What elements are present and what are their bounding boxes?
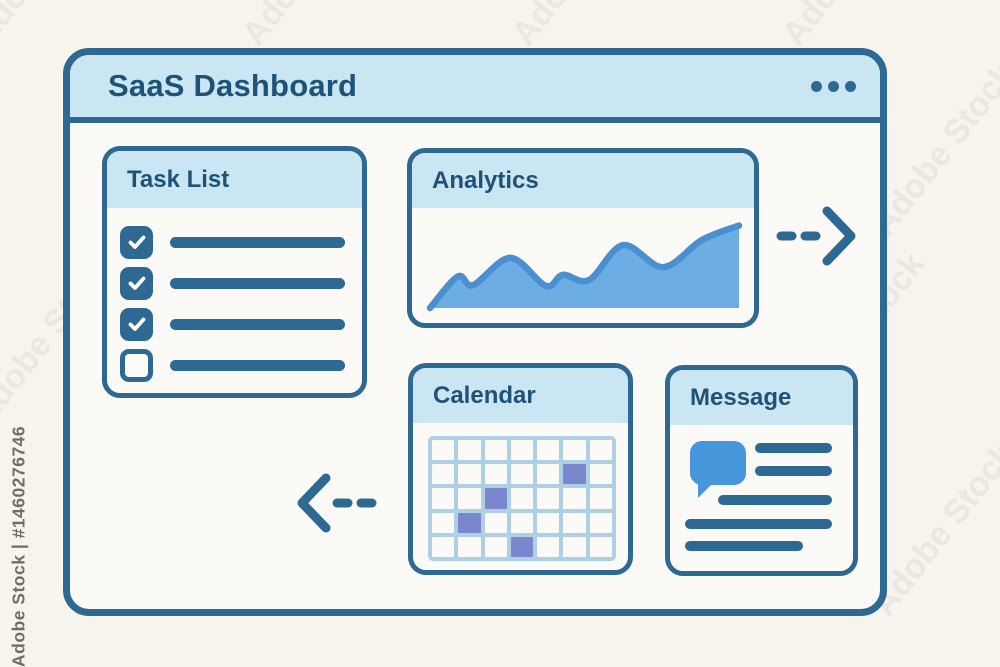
task-text-placeholder (170, 277, 345, 289)
task-text-placeholder (170, 359, 345, 371)
calendar-cell[interactable] (563, 488, 586, 509)
calendar-cell[interactable] (563, 536, 586, 557)
calendar-cell[interactable] (484, 464, 507, 485)
calendar-event-cell[interactable] (484, 488, 507, 509)
calendar-cell[interactable] (432, 464, 455, 485)
calendar-cell[interactable] (458, 488, 481, 509)
calendar-event-cell[interactable] (563, 464, 586, 485)
analytics-header: Analytics (412, 153, 754, 208)
calendar-cell[interactable] (537, 488, 560, 509)
calendar-cell[interactable] (537, 464, 560, 485)
calendar-cell[interactable] (589, 440, 612, 461)
calendar-cell[interactable] (537, 536, 560, 557)
task-row[interactable] (120, 225, 345, 259)
title-bar: SaaS Dashboard (70, 55, 880, 123)
text-line (685, 519, 832, 529)
calendar-cell[interactable] (589, 464, 612, 485)
text-line (755, 443, 832, 453)
dashed-arrow-right-icon[interactable] (775, 203, 857, 269)
watermark-tile: Adobe Stock (235, 0, 394, 53)
window-title: SaaS Dashboard (108, 68, 358, 103)
area-chart (412, 208, 754, 323)
task-text-placeholder (170, 318, 345, 330)
calendar-cell[interactable] (432, 512, 455, 533)
calendar-cell[interactable] (484, 512, 507, 533)
calendar-event-cell[interactable] (458, 512, 481, 533)
calendar-grid (428, 436, 616, 561)
message-card[interactable]: Message (665, 365, 858, 576)
dashed-arrow-left-icon[interactable] (296, 470, 378, 536)
task-text-placeholder (170, 236, 345, 248)
calendar-cell[interactable] (510, 488, 534, 509)
watermark-tile: Adobe Stock (775, 0, 934, 53)
calendar-cell[interactable] (589, 488, 612, 509)
calendar-cell[interactable] (563, 512, 586, 533)
calendar-cell[interactable] (589, 512, 612, 533)
task-row[interactable] (120, 307, 345, 341)
calendar-cell[interactable] (458, 464, 481, 485)
watermark-tile: Adobe Stock (0, 0, 123, 53)
message-body (670, 425, 853, 566)
analytics-card[interactable]: Analytics (407, 148, 759, 328)
calendar-cell[interactable] (432, 440, 455, 461)
watermark-tile: Adobe Stock (505, 0, 664, 53)
calendar-cell[interactable] (458, 536, 481, 557)
task-list-header: Task List (107, 151, 362, 208)
checkbox-checked-icon[interactable] (120, 307, 153, 341)
stock-id-watermark: Adobe Stock | #1460276746 (8, 425, 29, 667)
calendar-cell[interactable] (510, 440, 534, 461)
calendar-cell[interactable] (537, 440, 560, 461)
calendar-cell[interactable] (510, 464, 534, 485)
task-list (107, 208, 362, 382)
text-line (718, 495, 832, 505)
calendar-cell[interactable] (432, 536, 455, 557)
calendar-cell[interactable] (537, 512, 560, 533)
calendar-cell[interactable] (589, 536, 612, 557)
calendar-cell[interactable] (458, 440, 481, 461)
calendar-header: Calendar (413, 368, 628, 423)
analytics-title: Analytics (432, 166, 539, 194)
text-line (685, 541, 803, 551)
window-body: Task List Analytics (70, 123, 880, 603)
area-chart-svg (426, 222, 743, 312)
calendar-cell[interactable] (510, 512, 534, 533)
task-list-title: Task List (127, 165, 230, 193)
task-row[interactable] (120, 348, 345, 382)
calendar-cell[interactable] (484, 440, 507, 461)
task-list-card[interactable]: Task List (102, 146, 367, 398)
ellipsis-icon[interactable] (811, 80, 856, 92)
calendar-title: Calendar (433, 381, 536, 409)
calendar-cell[interactable] (432, 488, 455, 509)
checkbox-unchecked-icon[interactable] (120, 348, 153, 382)
dashboard-window: SaaS Dashboard Task List Analytics (63, 48, 887, 616)
checkbox-checked-icon[interactable] (120, 266, 153, 300)
task-row[interactable] (120, 266, 345, 300)
message-header: Message (670, 370, 853, 425)
calendar-event-cell[interactable] (510, 536, 534, 557)
calendar-cell[interactable] (563, 440, 586, 461)
text-line (755, 466, 832, 476)
message-title: Message (690, 383, 792, 411)
calendar-cell[interactable] (484, 536, 507, 557)
chat-bubble-icon (690, 441, 746, 498)
checkbox-checked-icon[interactable] (120, 225, 153, 259)
calendar-card[interactable]: Calendar (408, 363, 633, 575)
